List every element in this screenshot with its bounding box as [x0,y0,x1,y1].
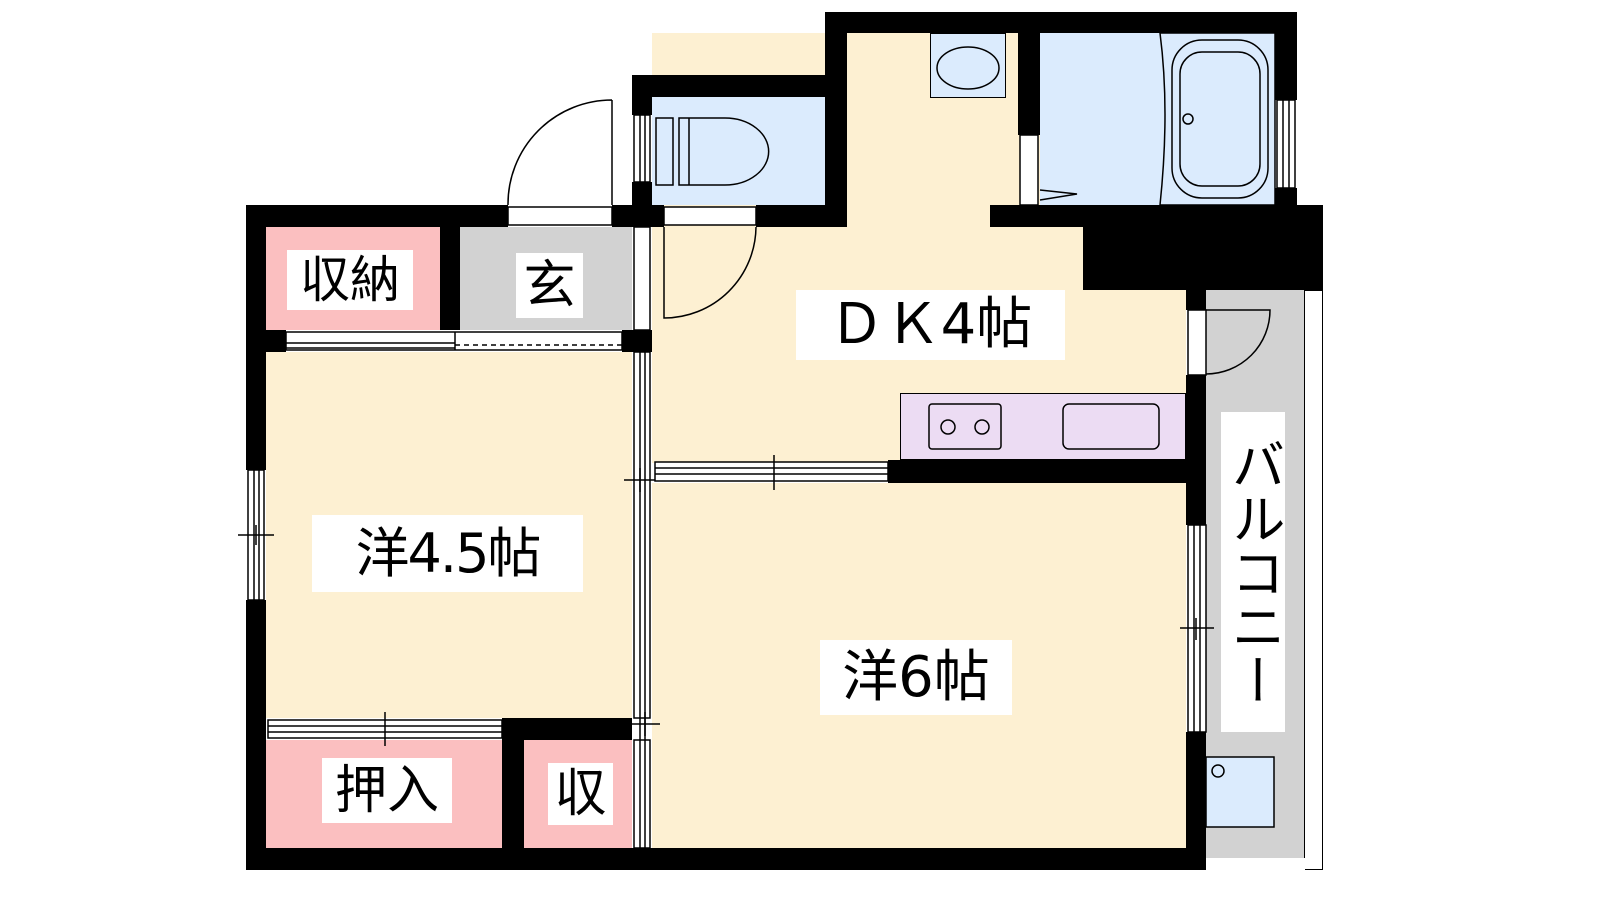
wall [246,330,286,352]
wall [888,460,1206,483]
wall [825,12,847,227]
wall [756,205,847,227]
wall [1083,205,1323,290]
wall [632,182,652,227]
room-label-closet: 押入 [322,758,452,823]
wall [632,75,652,115]
wall [1275,12,1297,100]
wall [246,600,266,870]
room-label-western-small: 洋4.5帖 [312,515,583,592]
balcony-rail [1305,290,1323,870]
wall [502,718,524,848]
wall [502,718,632,740]
toilet-door [663,226,757,319]
wall [246,205,508,227]
room-label-balcony: バルコニー [1221,412,1285,732]
toilet-floor [652,97,825,205]
room-label-storage-top: 収納 [287,250,413,310]
room-label-entrance: 玄 [516,253,583,318]
wall [1186,732,1206,870]
wall [632,75,845,97]
wall [440,227,460,330]
wall [1018,33,1040,135]
room-label-western-large: 洋6帖 [820,640,1012,715]
toilet-tank [655,117,674,186]
wall [825,12,1297,33]
toilet-bowl [678,117,770,186]
washbasin [930,33,1006,98]
wall [1186,375,1206,525]
entrance-door [507,99,613,206]
room-label-dk: ＤＫ4帖 [796,290,1065,360]
room-label-storage-small: 収 [548,763,613,825]
wall [622,330,652,352]
wall [1275,188,1297,208]
wall [1186,290,1206,310]
wall [246,848,1206,870]
